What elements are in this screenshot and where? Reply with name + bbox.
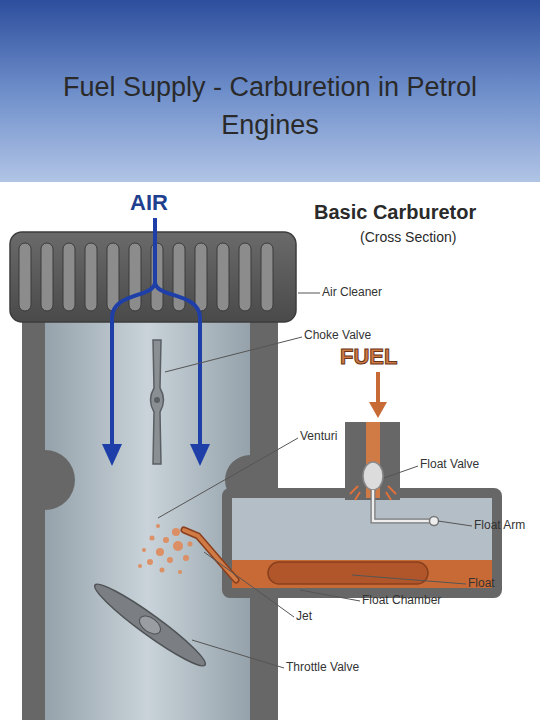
sky-background bbox=[0, 0, 540, 185]
arrow-head bbox=[190, 444, 210, 466]
choke-valve-shaft bbox=[154, 397, 160, 403]
part-label: Throttle Valve bbox=[286, 661, 359, 675]
slide-title: Fuel Supply - Carburetion in Petrol Engi… bbox=[60, 68, 480, 144]
air-cleaner-slots bbox=[19, 243, 273, 311]
flow-label: AIR bbox=[130, 190, 168, 215]
throttle-valve-plate bbox=[89, 577, 211, 673]
diagram-subheading: (Cross Section) bbox=[360, 229, 456, 245]
arrow-head bbox=[102, 444, 122, 466]
float-arm-pivot bbox=[430, 517, 439, 526]
fuel-spray bbox=[138, 524, 193, 574]
part-label: Jet bbox=[296, 610, 312, 624]
leader-lines bbox=[158, 293, 472, 668]
part-label: Choke Valve bbox=[304, 329, 371, 343]
float-chamber-wall bbox=[222, 488, 502, 598]
throttle-valve-shaft bbox=[136, 612, 164, 637]
part-label: Venturi bbox=[300, 430, 337, 444]
arrow-head bbox=[369, 402, 387, 418]
fuel-inlet-wall bbox=[345, 422, 400, 500]
part-label: Float Chamber bbox=[362, 594, 441, 608]
diagram-background bbox=[0, 182, 540, 720]
part-label: Float bbox=[468, 577, 495, 591]
float-arm-outline bbox=[373, 490, 432, 521]
jet-tube bbox=[184, 530, 236, 580]
air-flow-arrow bbox=[112, 218, 155, 448]
part-label: Air Cleaner bbox=[322, 286, 382, 300]
float-symbol bbox=[268, 562, 428, 584]
float-arm bbox=[373, 490, 432, 521]
fuel-flow-arrow bbox=[376, 372, 380, 404]
fuel-level bbox=[232, 560, 492, 588]
part-label: Float Valve bbox=[420, 458, 479, 472]
diagram-heading: Basic Carburetor bbox=[314, 201, 476, 224]
choke-valve-plate bbox=[151, 340, 164, 464]
flow-label: FUEL bbox=[340, 344, 397, 369]
venturi-bore bbox=[45, 322, 250, 720]
float-valve-needle bbox=[363, 462, 383, 490]
jet-tube-outline bbox=[184, 530, 236, 580]
part-label: Float Arm bbox=[474, 519, 525, 533]
float-chamber-inside bbox=[232, 498, 492, 588]
